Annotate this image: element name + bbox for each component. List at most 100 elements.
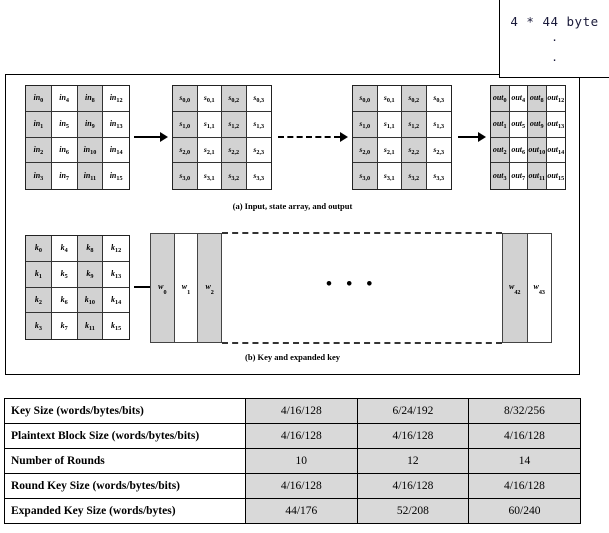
arrow-input-to-state — [134, 132, 168, 142]
table-cell-value: 4/16/128 — [356, 423, 470, 449]
matrix-cell: in15 — [103, 163, 129, 189]
table-cell-value: 8/32/256 — [468, 398, 581, 424]
matrix-cell: k6 — [51, 287, 78, 314]
expanded-key-dash-top — [222, 232, 502, 234]
matrix-cell: out11 — [528, 163, 547, 189]
matrix-cell: out2 — [491, 137, 510, 164]
matrix-cell: in14 — [103, 137, 129, 164]
matrix-cell: s3,0 — [173, 163, 198, 189]
matrix-cell: out15 — [546, 163, 565, 189]
matrix-cell: s3,0 — [353, 163, 378, 189]
matrix-cell: s3,1 — [197, 163, 222, 189]
table-row-label: Number of Rounds — [4, 448, 246, 474]
table-cell-value: 4/16/128 — [245, 398, 358, 424]
matrix-cell: s2,3 — [246, 137, 271, 164]
matrix-cell: k3 — [26, 313, 52, 339]
matrix-cell: out0 — [491, 86, 510, 112]
matrix-cell: k0 — [26, 236, 52, 262]
caption-a: (a) Input, state array, and output — [232, 201, 353, 211]
matrix-cell: k7 — [51, 313, 78, 339]
matrix-cell: out7 — [509, 163, 528, 189]
matrix-cell: out9 — [528, 111, 547, 138]
matrix-cell: s0,0 — [353, 86, 378, 112]
matrix-cell: out1 — [491, 111, 510, 138]
matrix-cell: in12 — [103, 86, 129, 112]
table-row-label: Key Size (words/bytes/bits) — [4, 398, 246, 424]
table-cell-value: 60/240 — [468, 498, 581, 524]
table-cell-value: 4/16/128 — [245, 473, 358, 499]
matrix-cell: k13 — [103, 261, 129, 288]
matrix-cell: s0,0 — [173, 86, 198, 112]
overlay-note-text: 4 * 44 byte — [510, 14, 599, 29]
matrix-cell: k10 — [77, 287, 104, 314]
overlay-note-box: 4 * 44 byte · · — [499, 0, 609, 78]
matrix-cell: s0,3 — [426, 86, 451, 112]
expanded-key-word: w1 — [174, 234, 199, 342]
matrix-cell: in11 — [77, 163, 104, 189]
matrix-cell: k11 — [77, 313, 104, 339]
matrix-cell: out12 — [546, 86, 565, 112]
table-row-label: Expanded Key Size (words/bytes) — [4, 498, 246, 524]
matrix-cell: k2 — [26, 287, 52, 314]
matrix-cell: s3,2 — [402, 163, 427, 189]
matrix-cell: in0 — [26, 86, 52, 112]
expanded-key-word: w2 — [198, 234, 222, 342]
table-cell-value: 10 — [245, 448, 358, 474]
matrix-cell: s3,3 — [246, 163, 271, 189]
matrix-cell: in5 — [51, 111, 78, 138]
matrix-cell: s1,1 — [197, 111, 222, 138]
matrix-cell: s2,0 — [173, 137, 198, 164]
matrix-cell: out6 — [509, 137, 528, 164]
matrix-cell: s2,2 — [402, 137, 427, 164]
matrix-cell: s2,0 — [353, 137, 378, 164]
overlay-dot-1: · — [551, 34, 558, 47]
matrix-cell: s0,3 — [246, 86, 271, 112]
matrix-cell: s3,2 — [222, 163, 247, 189]
table-cell-value: 4/16/128 — [245, 423, 358, 449]
matrix-cell: out10 — [528, 137, 547, 164]
matrix-cell: s0,1 — [197, 86, 222, 112]
table-cell-value: 12 — [356, 448, 470, 474]
matrix-cell: s0,2 — [222, 86, 247, 112]
matrix-cell: k15 — [103, 313, 129, 339]
matrix-cell: k14 — [103, 287, 129, 314]
matrix-cell: k9 — [77, 261, 104, 288]
table-row: Round Key Size (words/bytes/bits)4/16/12… — [4, 473, 581, 499]
matrix-cell: s2,1 — [377, 137, 402, 164]
matrix-cell: in6 — [51, 137, 78, 164]
arrow-state-to-output — [458, 132, 486, 142]
matrix-cell: out4 — [509, 86, 528, 112]
matrix-cell: s1,1 — [377, 111, 402, 138]
overlay-dot-2: · — [551, 54, 558, 67]
arrow-state-progress — [278, 132, 348, 142]
table-cell-value: 4/16/128 — [356, 473, 470, 499]
matrix-cell: s1,0 — [173, 111, 198, 138]
table-cell-value: 6/24/192 — [356, 398, 470, 424]
table-cell-value: 14 — [468, 448, 581, 474]
expanded-key-word: w43 — [527, 234, 551, 342]
matrix-cell: k1 — [26, 261, 52, 288]
matrix-cell: out3 — [491, 163, 510, 189]
caption-b: (b) Key and expanded key — [245, 352, 340, 362]
matrix-cell: s0,1 — [377, 86, 402, 112]
matrix-cell: s1,0 — [353, 111, 378, 138]
matrix-cell: in4 — [51, 86, 78, 112]
matrix-cell: in10 — [77, 137, 104, 164]
matrix-cell: k12 — [103, 236, 129, 262]
matrix-cell: s1,3 — [246, 111, 271, 138]
table-cell-value: 4/16/128 — [468, 473, 581, 499]
table-cell-value: 52/208 — [356, 498, 470, 524]
matrix-cell: in1 — [26, 111, 52, 138]
expanded-key-ellipsis: • • • — [326, 274, 378, 293]
matrix-cell: k5 — [51, 261, 78, 288]
